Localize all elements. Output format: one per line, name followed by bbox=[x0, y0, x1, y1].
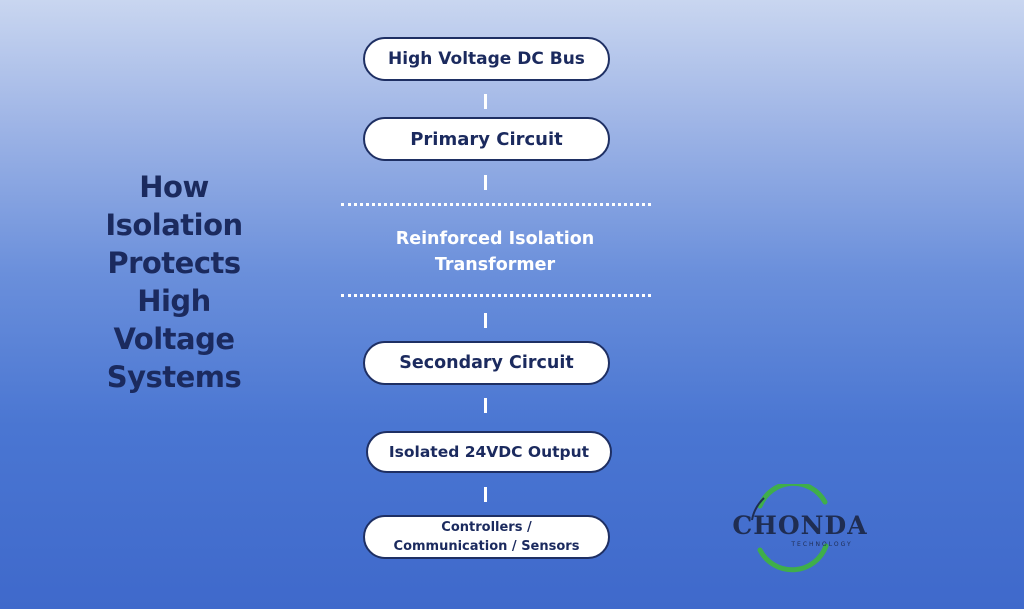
connector-line bbox=[484, 398, 487, 413]
connector-line bbox=[484, 313, 487, 328]
node-controllers-communication-sensors: Controllers / Communication / Sensors bbox=[363, 515, 610, 559]
connector-line bbox=[484, 175, 487, 190]
node-label-line: Communication / Sensors bbox=[393, 539, 580, 554]
logo-name: CHONDA bbox=[732, 511, 867, 540]
title-line: Isolation bbox=[105, 208, 243, 242]
logo-subtitle: TECHNOLOGY bbox=[790, 541, 852, 548]
title-line: How bbox=[139, 170, 209, 204]
node-isolated-24vdc-output: Isolated 24VDC Output bbox=[366, 431, 612, 473]
connector-line bbox=[484, 487, 487, 502]
title-line: Systems bbox=[106, 360, 242, 394]
node-high-voltage-dc-bus: High Voltage DC Bus bbox=[363, 37, 610, 81]
isolation-boundary-bottom bbox=[341, 294, 651, 297]
title-line: Voltage bbox=[113, 322, 235, 356]
isolation-transformer-label: Reinforced Isolation Transformer bbox=[360, 226, 630, 278]
node-secondary-circuit: Secondary Circuit bbox=[363, 341, 610, 385]
chonda-logo-icon: CHONDA TECHNOLOGY bbox=[732, 480, 867, 573]
node-label: High Voltage DC Bus bbox=[388, 49, 585, 69]
isolation-label-line: Transformer bbox=[434, 255, 556, 275]
title-line: Protects bbox=[107, 246, 241, 280]
title-line: High bbox=[137, 284, 211, 318]
chonda-logo: CHONDA TECHNOLOGY bbox=[730, 480, 870, 574]
node-primary-circuit: Primary Circuit bbox=[363, 117, 610, 161]
node-label-line: Controllers / bbox=[441, 520, 532, 535]
node-label: Secondary Circuit bbox=[399, 353, 574, 373]
node-label: Primary Circuit bbox=[410, 128, 563, 150]
connector-line bbox=[484, 94, 487, 109]
isolation-boundary-top bbox=[341, 203, 651, 206]
node-label: Isolated 24VDC Output bbox=[388, 443, 590, 461]
isolation-label-line: Reinforced Isolation bbox=[395, 229, 595, 249]
diagram-title: How Isolation Protects High Voltage Syst… bbox=[94, 168, 254, 396]
